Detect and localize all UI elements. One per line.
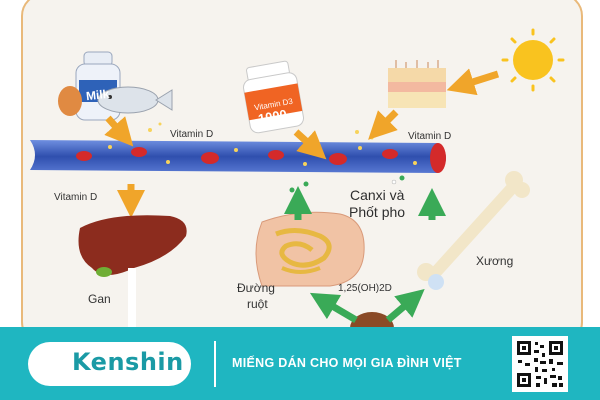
brand-name: Kenshin [72,348,184,376]
liver-label: Gan [88,292,111,306]
arrow-kidney-to-intestine [309,292,358,324]
footer-divider [214,341,216,387]
liver-icon [78,215,187,277]
footer-banner: Kenshin MIẾNG DÁN CHO MỌI GIA ĐÌNH VIỆT [0,327,600,400]
orange-arrows [104,68,500,218]
brand-logo[interactable]: Kenshin [28,342,191,386]
arrow-kidney-to-bone [385,288,425,323]
arrow-supplement-to-blood [293,129,327,160]
intestine-label-line1: Đường [237,281,275,295]
liver-stem [128,268,136,330]
calcitriol-label: 1,25(OH)2D [338,283,392,294]
vitamin-d-liver-label: Vitamin D [54,192,98,203]
arrow-food-to-blood [104,115,134,147]
footer-slogan: MIẾNG DÁN CHO MỌI GIA ĐÌNH VIỆT [232,356,462,370]
intestine-label-line2: ruột [247,297,268,311]
milk-label: Milk [85,86,111,104]
arrow-sun-to-skin [446,68,500,96]
calcium-label-line2: Phốt pho [349,204,406,220]
arrow-skin-to-blood [368,109,399,140]
egg-icon [58,86,82,116]
green-arrows [284,186,446,324]
supplement-bottle-icon [242,60,305,134]
vitamin-d-food-label: Vitamin D [170,129,214,140]
fish-icon [97,86,173,114]
bone-label: Xương [476,254,514,268]
red-blood-cells [76,147,398,165]
vitamin-d-sun-label: Vitamin D [408,131,452,142]
qr-code-icon[interactable] [512,336,568,392]
skin-icon [388,60,446,108]
calcium-label-line1: Canxi và [350,187,405,203]
bone-icon [417,171,530,290]
intestine-icon [255,211,365,287]
sun-icon [501,28,565,92]
